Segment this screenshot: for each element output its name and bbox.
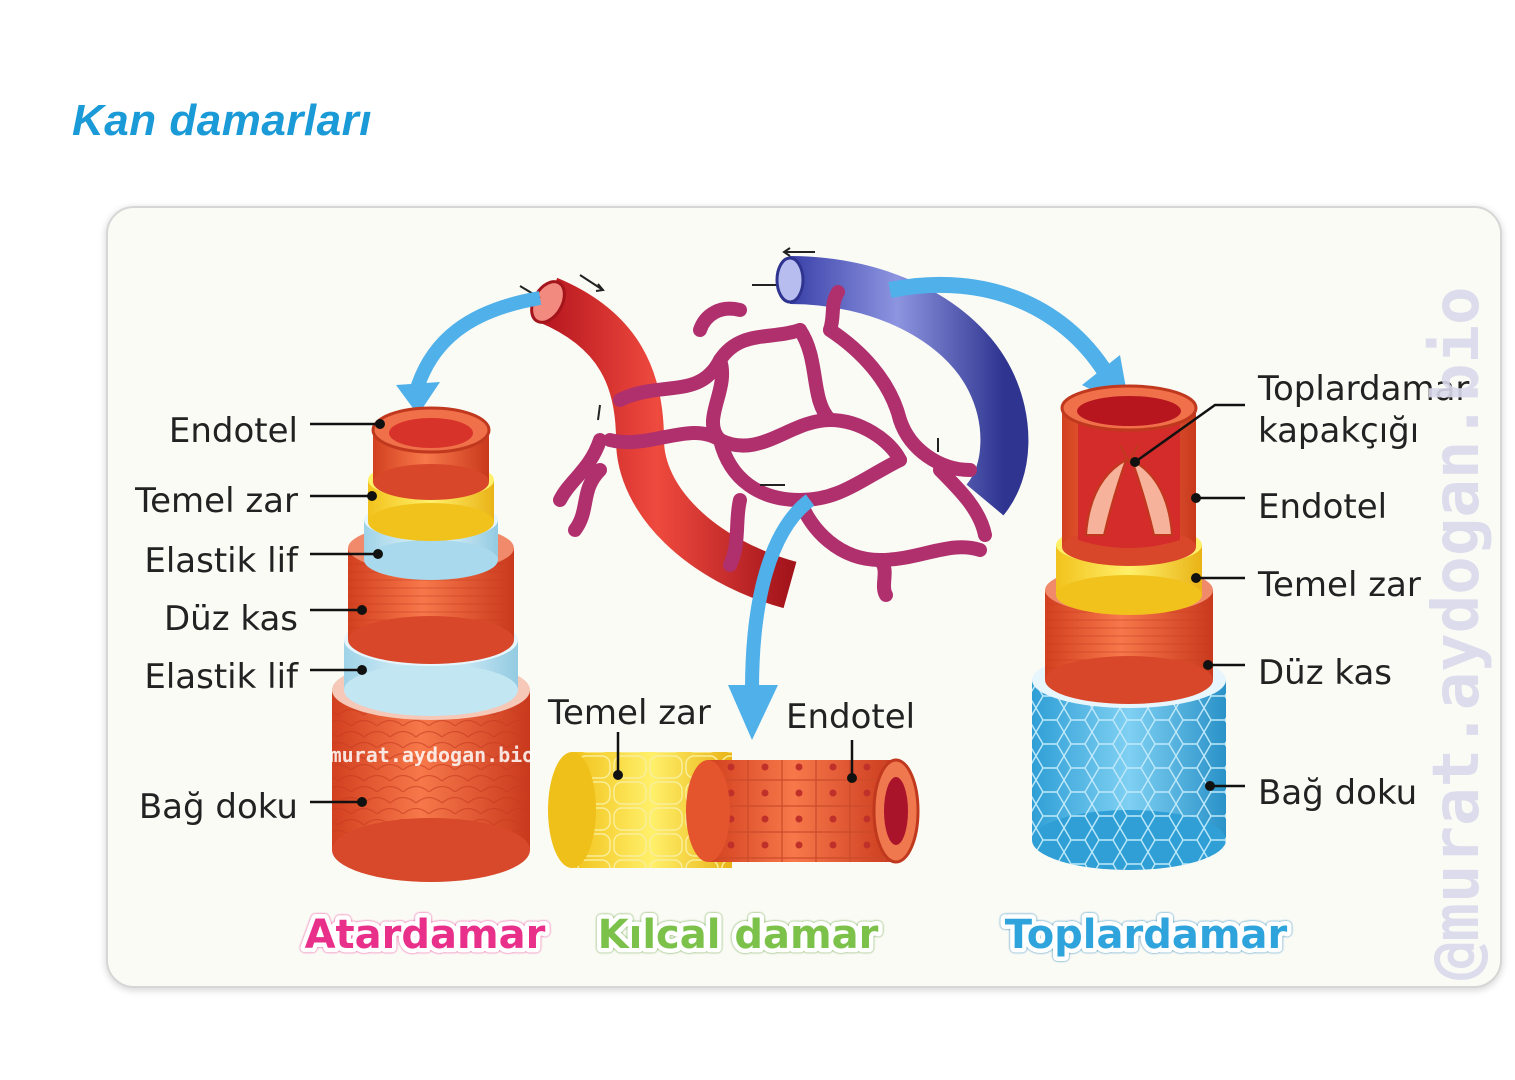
artery-label-elastik-lif-2: Elastik lif	[144, 657, 299, 697]
capillary-label-temel-zar: Temel zar	[547, 693, 711, 733]
vein-labels: Toplardamar kapakçığı Endotel Temel zar …	[1257, 369, 1469, 813]
vein-label-bag-doku: Bağ doku	[1258, 773, 1417, 813]
capillary-labels: Temel zar Endotel	[547, 693, 915, 737]
leader-lines	[310, 403, 1245, 804]
capillary-bed-illustration	[396, 247, 1130, 740]
capillary-label-endotel: Endotel	[786, 697, 915, 737]
vein-name: Toplardamar	[1005, 912, 1288, 958]
vein-label-endotel: Endotel	[1258, 487, 1387, 527]
vein-label-valve-line2: kapakçığı	[1258, 411, 1419, 451]
vein-label-temel-zar: Temel zar	[1257, 565, 1421, 605]
capillary-name: Kılcal damar	[598, 912, 879, 958]
vein-label-valve-line1: Toplardamar	[1257, 369, 1469, 409]
artery-label-duz-kas: Düz kas	[164, 599, 298, 639]
artery-labels: Endotel Temel zar Elastik lif Düz kas El…	[134, 411, 299, 827]
inline-watermark: murat.aydogan.bio	[330, 743, 535, 767]
artery-label-elastik-lif-1: Elastik lif	[144, 541, 299, 581]
artery-label-bag-doku: Bağ doku	[139, 787, 298, 827]
artery-label-endotel: Endotel	[169, 411, 298, 451]
artery-label-temel-zar: Temel zar	[134, 481, 298, 521]
vein-cross-section	[1032, 384, 1226, 870]
artery-cross-section	[332, 406, 530, 882]
leader-dots	[357, 419, 1215, 807]
capillary-cross-section	[548, 752, 920, 868]
vein-label-duz-kas: Düz kas	[1258, 653, 1392, 693]
side-watermark: @murat.aydogan.bio	[1420, 286, 1494, 980]
artery-name: Atardamar	[305, 912, 546, 958]
page-title: Kan damarları	[72, 96, 372, 145]
